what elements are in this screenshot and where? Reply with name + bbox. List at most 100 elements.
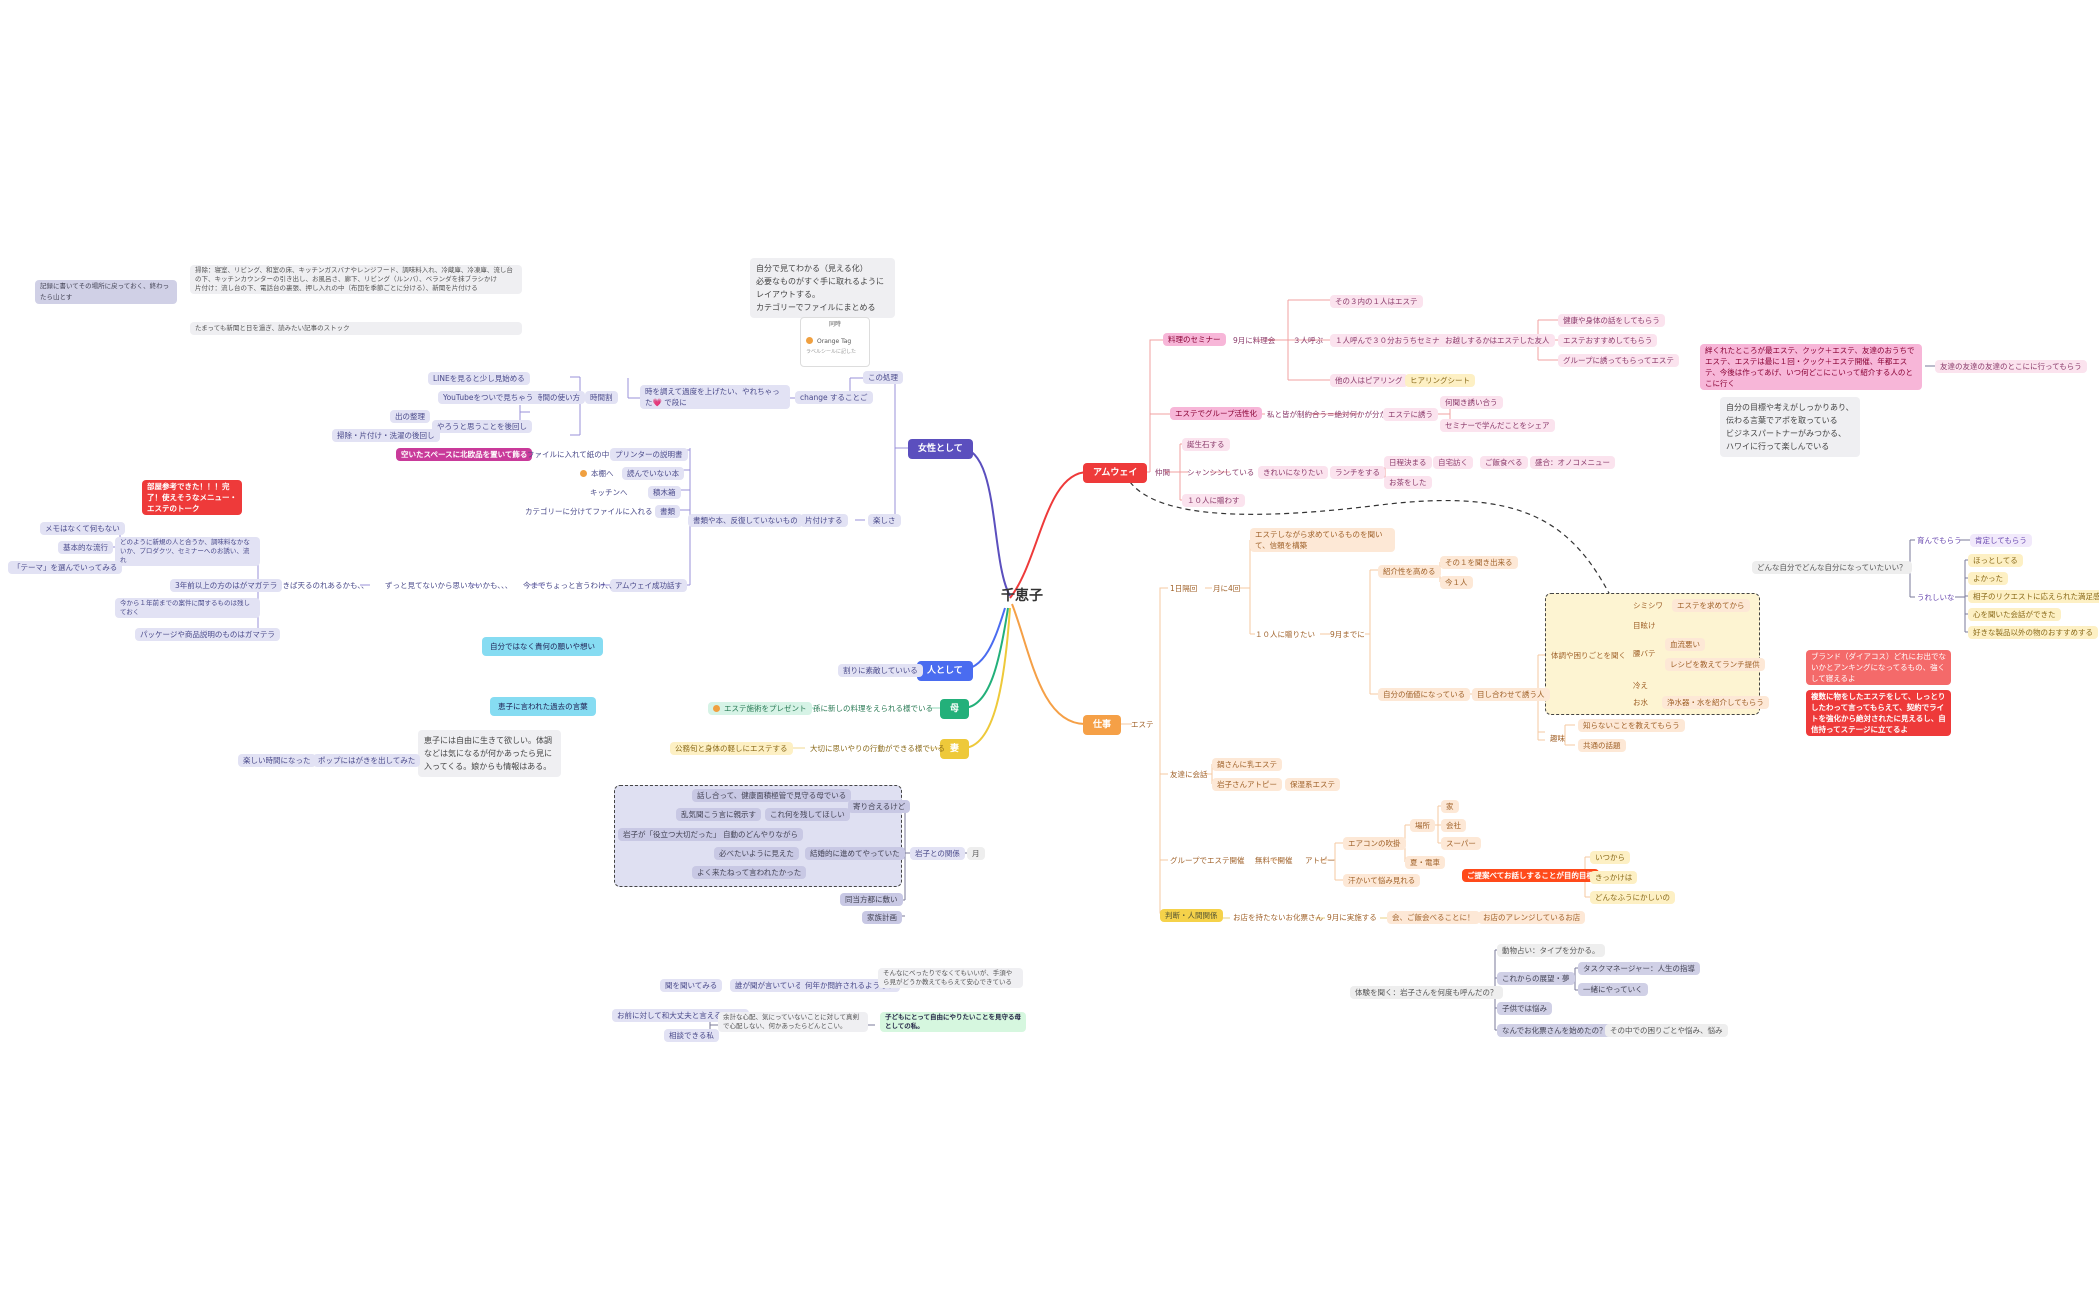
- shigoto-c4[interactable]: 冷え: [1633, 681, 1648, 690]
- shigoto-c3a[interactable]: 血流悪い: [1665, 638, 1705, 651]
- red-note-2[interactable]: 複数に物をしたエステをして、しっとりしたわって言ってもらえて、契約でライトを強化…: [1806, 690, 1951, 736]
- shigoto-t1c[interactable]: エステしながら求めているものを聞いて、信頼を構築: [1250, 528, 1395, 552]
- red-box-note[interactable]: 部屋参考できた！！！完了！使えそうなメニュー・エステのトーク: [142, 480, 242, 515]
- josei-jikan[interactable]: 時間の使い方: [530, 391, 585, 404]
- bot-n5[interactable]: お前に対して和大丈夫と言えるように: [612, 1009, 750, 1022]
- shigoto-group[interactable]: グループでエステ開催: [1170, 856, 1245, 865]
- box-b9[interactable]: 寄り合えるけど: [848, 800, 911, 813]
- kata-left[interactable]: 記録に書いてその場所に戻っておく、終わったら山とす: [35, 280, 177, 304]
- bot-n1[interactable]: 聞を聞いてみる: [660, 979, 723, 992]
- josei-ml2[interactable]: 基本的な流行: [58, 541, 113, 554]
- shigoto-ty2b[interactable]: 一緒にやっていく: [1578, 983, 1648, 996]
- branch-haha[interactable]: 母: [940, 699, 970, 719]
- shigoto-c3b[interactable]: レシピを教えてランチ提供: [1665, 658, 1765, 671]
- shigoto-ty3[interactable]: 子供では悩み: [1497, 1002, 1552, 1015]
- magenta-note[interactable]: 空いたスペースに北欧品を置いて飾る: [396, 448, 533, 461]
- shigoto-t1[interactable]: 1日隔回: [1170, 584, 1198, 593]
- shigoto-g1[interactable]: 無料で開催: [1255, 856, 1293, 865]
- josei-kata-kata[interactable]: 片付けする: [800, 514, 848, 527]
- amway-kd6[interactable]: 自宅訪く: [1433, 456, 1473, 469]
- cyan-note-2[interactable]: 恵子に言われた過去の言葉: [490, 697, 596, 716]
- amway-kachou[interactable]: 仲間: [1155, 468, 1170, 477]
- amway-kd3[interactable]: きれいになりたい: [1258, 466, 1328, 479]
- orange-tag-row[interactable]: Orange Tag: [806, 336, 864, 347]
- amway-esthe-group-3[interactable]: エステに誘う: [1383, 408, 1438, 421]
- shigoto-g3[interactable]: エアコンの吹掛: [1343, 837, 1406, 850]
- shigoto-sb3[interactable]: 会、ご飯会べることに！: [1387, 911, 1480, 924]
- shigoto-taiken[interactable]: 体験を聞く：岩子さんを何度も呼んだの？: [1350, 986, 1503, 999]
- amway-one-in-three[interactable]: その３内の１人はエステ: [1330, 295, 1423, 308]
- shigoto-t2[interactable]: １０人に贈りたい: [1255, 630, 1315, 639]
- josei-schedule[interactable]: 時間割: [585, 391, 618, 404]
- amway-hearing[interactable]: ヒアリングシート: [1405, 374, 1475, 387]
- josei-kaigi[interactable]: 今までちょっと言うわけ、、: [523, 581, 617, 590]
- bot-green[interactable]: 子どもにとって自由にやりたいことを見守る母としての私。: [880, 1012, 1026, 1032]
- josei-shorui[interactable]: 書類: [655, 505, 680, 518]
- amway-esthe-group-2[interactable]: 私と皆が制約合う＝絶対何かが分かる: [1267, 410, 1395, 419]
- box-b7[interactable]: 結婚的に進めてやっていた: [805, 847, 905, 860]
- shigoto-t2b[interactable]: 9月までに: [1330, 630, 1365, 639]
- question-q2[interactable]: うれしいな: [1917, 593, 1955, 602]
- question-q2b[interactable]: よかった: [1968, 572, 2008, 585]
- category-note[interactable]: 自分で見てわかる（見える化） 必要なものがすぐ手に取れるように レイアウトする。…: [750, 258, 895, 318]
- josei-tsumiki[interactable]: 積木箱: [648, 486, 681, 499]
- josei-hon[interactable]: 本棚へ: [575, 467, 619, 480]
- shigoto-t3b[interactable]: 今１人: [1440, 576, 1473, 589]
- box-b8[interactable]: よく来たねって言われたかった: [692, 866, 807, 879]
- shigoto-t5[interactable]: 体調や困りごとを聞く: [1551, 651, 1626, 660]
- josei-cat-file[interactable]: カテゴリーに分けてファイルに入れる: [525, 507, 653, 516]
- shigoto-t3[interactable]: 紹介性を高める: [1378, 565, 1441, 578]
- josei-ml4[interactable]: どのように新規の人と合うか、調味料なかないか、プロダクツ、セミナーへのお誘い、流…: [115, 537, 260, 566]
- cyan-note-1[interactable]: 自分ではなく貴何の願いや想い: [482, 637, 603, 656]
- amway-esthe-group-4b[interactable]: セミナーで学んだことをシェア: [1440, 419, 1555, 432]
- tsuma-2[interactable]: 大切に思いやりの行動ができる様でいる: [810, 744, 945, 753]
- question-node[interactable]: どんな自分でどんな自分になっていたいい？: [1752, 561, 1912, 574]
- josei-kono[interactable]: この処理: [863, 371, 903, 384]
- josei-zutto[interactable]: ずっと見てないから思いないかも、、、: [385, 581, 513, 590]
- box-tsuki[interactable]: 月: [967, 847, 985, 860]
- shigoto-t3a[interactable]: その１を聞き出来る: [1440, 556, 1518, 569]
- box-b4[interactable]: 岩子が「役立つ大切だった」: [618, 828, 726, 841]
- josei-shushu[interactable]: 出の整理: [390, 410, 430, 423]
- josei-printer-l[interactable]: ファイルに入れて紙の中: [527, 450, 610, 459]
- haha-1[interactable]: エステ施術をプレゼント: [708, 702, 812, 715]
- question-q2d[interactable]: 心を聞いた会話ができた: [1968, 608, 2061, 621]
- shigoto-c1b[interactable]: エステを求めてから: [1672, 599, 1750, 612]
- shigoto-s1[interactable]: 知らないことを教えてもらう: [1578, 719, 1685, 732]
- shigoto-c5b[interactable]: 浄水器・水を紹介してもらう: [1662, 696, 1769, 709]
- branch-tsuma[interactable]: 妻: [940, 739, 970, 759]
- josei-ml6[interactable]: 今から１年前までの案件に関するものは残しておく: [115, 598, 260, 618]
- shigoto-g3e[interactable]: 夏・電車: [1405, 856, 1445, 869]
- bot-n2[interactable]: 誰が聞が言いている: [730, 979, 808, 992]
- shigoto-esthe[interactable]: エステ: [1131, 720, 1154, 729]
- shigoto-g3b[interactable]: 家: [1441, 800, 1459, 813]
- box-b3[interactable]: これ何を残してほしい: [765, 808, 850, 821]
- josei-ml1[interactable]: メモはなくて何もない: [40, 522, 125, 535]
- amway-seminar[interactable]: 料理のセミナー: [1163, 333, 1226, 346]
- box-son2[interactable]: 同当方都に敷い: [840, 893, 903, 906]
- kata-note-1[interactable]: 掃除：寝室、リビング、和室の床、キッチンガスバナやレンジフード、調味料入れ、冷蔵…: [190, 265, 522, 294]
- bot-n3[interactable]: 何年か問許されるようない: [800, 979, 900, 992]
- josei-ml3[interactable]: 「テーマ」を選んでいってみる: [8, 561, 123, 574]
- josei-kitchen[interactable]: キッチンへ: [590, 488, 628, 497]
- shigoto-shokuba[interactable]: 判断・人間関係: [1160, 909, 1223, 922]
- josei-line[interactable]: LINEを見ると少し見始める: [428, 372, 530, 385]
- shigoto-s2[interactable]: 共通の話題: [1578, 739, 1626, 752]
- shigoto-t4[interactable]: 自分の価値になっている: [1378, 688, 1471, 701]
- shigoto-kt1[interactable]: 鍋さんに乳エステ: [1212, 758, 1282, 771]
- amway-kd4[interactable]: ランチをする: [1330, 466, 1385, 479]
- shigoto-ty1[interactable]: 動物占い：タイプを分かる。: [1497, 944, 1605, 957]
- goal-note[interactable]: 自分の目標や考えがしっかりあり、伝わる言葉でアポを取っている ビジネスパートナー…: [1720, 397, 1860, 457]
- shigoto-ty4[interactable]: なんでお化票さんを始めたの？: [1497, 1024, 1612, 1037]
- bot-n4[interactable]: そんなにべったりでなくてもいいが、手須やら見がどうか教えてもらえて安心できている: [878, 968, 1023, 988]
- branch-shigoto[interactable]: 仕事: [1083, 715, 1122, 735]
- amway-kd1[interactable]: 誕生石する: [1182, 438, 1230, 451]
- shigoto-te3[interactable]: どんなふうにかしいの: [1590, 891, 1675, 904]
- josei-yomu[interactable]: 読んでいない本: [622, 467, 685, 480]
- amway-hikari[interactable]: お越しするかはエステした友人: [1440, 334, 1555, 347]
- box-b6[interactable]: 必べたいように見えた: [714, 847, 799, 860]
- question-q2c[interactable]: 相子のリクエストに応えられた満足感: [1968, 590, 2099, 603]
- red-note-1[interactable]: ブランド（ダイアコス）どれにお出でないかとアンキングになってるもの、強くして寝え…: [1806, 650, 1951, 685]
- shigoto-g3a[interactable]: 場所: [1410, 819, 1435, 832]
- shigoto-t1b[interactable]: 月に4回: [1213, 584, 1241, 593]
